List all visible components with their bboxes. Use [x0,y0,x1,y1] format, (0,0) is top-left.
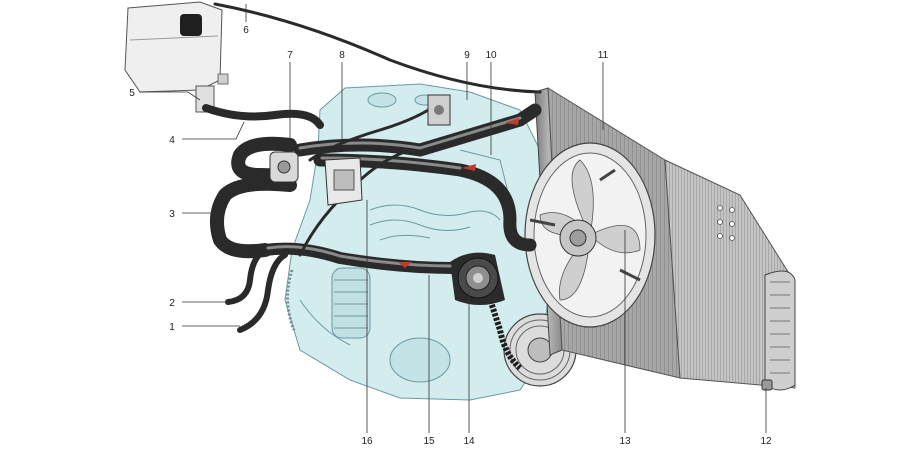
tank-outlet-hose [202,104,324,129]
tank-vent-hose [213,2,542,94]
callout-1: 1 [169,322,175,333]
coolant-outlet-housing [324,157,363,206]
expansion-tank [124,1,229,113]
callout-9: 9 [464,50,470,61]
callout-16: 16 [361,436,373,447]
callout-13: 13 [619,436,631,447]
heater-hose-loop [209,176,297,259]
callout-6: 6 [243,25,249,36]
callout-8: 8 [339,50,345,61]
callout-10: 10 [485,50,497,61]
callout-7: 7 [287,50,293,61]
heater-return-hose [225,249,265,305]
heater-feed-hose [237,252,288,333]
callout-15: 15 [423,436,435,447]
callout-5: 5 [129,88,135,99]
callout-4: 4 [169,135,175,146]
electric-fan [524,142,656,328]
tank-cap [180,14,202,36]
temperature-sensor [427,94,451,126]
throttle-heating-hose [308,100,442,162]
callout-12: 12 [760,436,772,447]
radiator-inlet-hose [293,103,542,157]
pump-inlet-hose [259,242,458,274]
flow-arrows [398,118,519,268]
water-pump [450,252,505,305]
leader-lines [140,4,767,433]
callout-11: 11 [598,50,609,61]
thermostat [269,151,299,183]
radiator-outlet-hose [313,153,537,252]
oil-filter [331,267,371,339]
timing-belt [475,261,523,371]
callout-14: 14 [463,436,475,447]
drain-plug [761,379,773,391]
callout-labels: 1 2 3 4 5 6 7 8 9 10 11 12 13 14 15 16 [129,25,772,447]
callout-2: 2 [169,298,175,309]
callout-3: 3 [169,209,175,220]
